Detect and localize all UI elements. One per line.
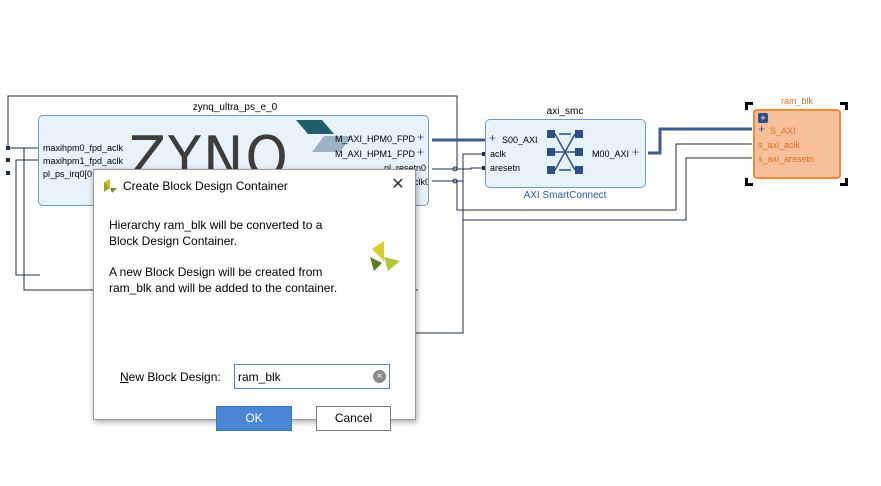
expand-hpm0-icon[interactable]: + [417,130,425,144]
port-pl-ps-irq0[interactable]: pl_ps_irq0[0: [43,169,95,179]
port-aresetn[interactable]: aresetn [490,163,521,173]
smc-instance-name: axi_smc [546,106,584,117]
dialog-titlebar[interactable]: Create Block Design Container ✕ [94,170,415,201]
expand-hierarchy-icon[interactable]: + [758,113,768,123]
ram-blk-instance-name: ram_blk [780,96,813,106]
selection-corner-bl [745,178,753,186]
selection-corner-br [840,178,848,186]
port-maxihpm0-fpd-aclk[interactable]: maxihpm0_fpd_aclk [43,143,124,153]
expand-s-axi-icon[interactable]: + [758,122,766,136]
new-block-design-input[interactable] [238,368,368,385]
port-clk0[interactable]: clk0 [414,177,429,187]
port-m00-axi[interactable]: M00_AXI [592,149,630,159]
port-m-axi-hpm0-fpd[interactable]: M_AXI_HPM0_FPD [335,134,416,144]
port-s-axi[interactable]: S_AXI [770,126,796,136]
dialog-title: Create Block Design Container [123,179,288,193]
zynq-logo-mark-icon [296,120,352,152]
message-line-2: Block Design Container. [109,234,238,248]
zynq-instance-name: zynq_ultra_ps_e_0 [192,102,278,113]
vivado-logo-icon [104,179,117,193]
message-line-1: Hierarchy ram_blk will be converted to a [109,218,323,232]
port-s00-axi[interactable]: S00_AXI [502,135,538,145]
create-block-design-container-dialog: Create Block Design Container ✕ Hierarch… [93,169,416,431]
smartconnect-switch-icon [547,130,583,174]
smc-subtitle: AXI SmartConnect [523,190,607,201]
ram-blk-hierarchy[interactable]: + + S_AXI s_axi_aclk s_axi_aresetn [753,109,841,179]
dialog-body: Hierarchy ram_blk will be converted to a… [94,201,415,431]
message-line-4: ram_blk and will be added to the contain… [109,281,338,295]
expand-hpm1-icon[interactable]: + [417,145,425,159]
message-line-3: A new Block Design will be created from [109,265,323,279]
expand-s00-icon[interactable]: + [489,131,497,145]
cancel-button[interactable]: Cancel [316,406,391,431]
ok-button[interactable]: OK [216,406,292,431]
port-m-axi-hpm1-fpd[interactable]: M_AXI_HPM1_FPD [335,149,416,159]
port-s-axi-aresetn[interactable]: s_axi_aresetn [758,154,815,164]
expand-m00-icon[interactable]: + [632,145,640,159]
new-block-design-label: New Block Design: [120,370,221,384]
clear-icon[interactable]: × [373,370,386,383]
selection-corner-tl [745,102,753,110]
new-block-design-field[interactable]: × [234,364,390,389]
axi-smartconnect-block[interactable]: + S00_AXI aclk aresetn M00_AXI + [485,119,646,188]
port-maxihpm1-fpd-aclk[interactable]: maxihpm1_fpd_aclk [43,156,124,166]
selection-corner-tr [840,102,848,110]
port-aclk[interactable]: aclk [490,149,507,159]
port-pl-resetn0[interactable]: pl_resetn0 [384,163,427,173]
port-s-axi-aclk[interactable]: s_axi_aclk [758,140,801,150]
close-icon[interactable]: ✕ [391,176,405,193]
vivado-large-logo-icon [370,241,400,271]
